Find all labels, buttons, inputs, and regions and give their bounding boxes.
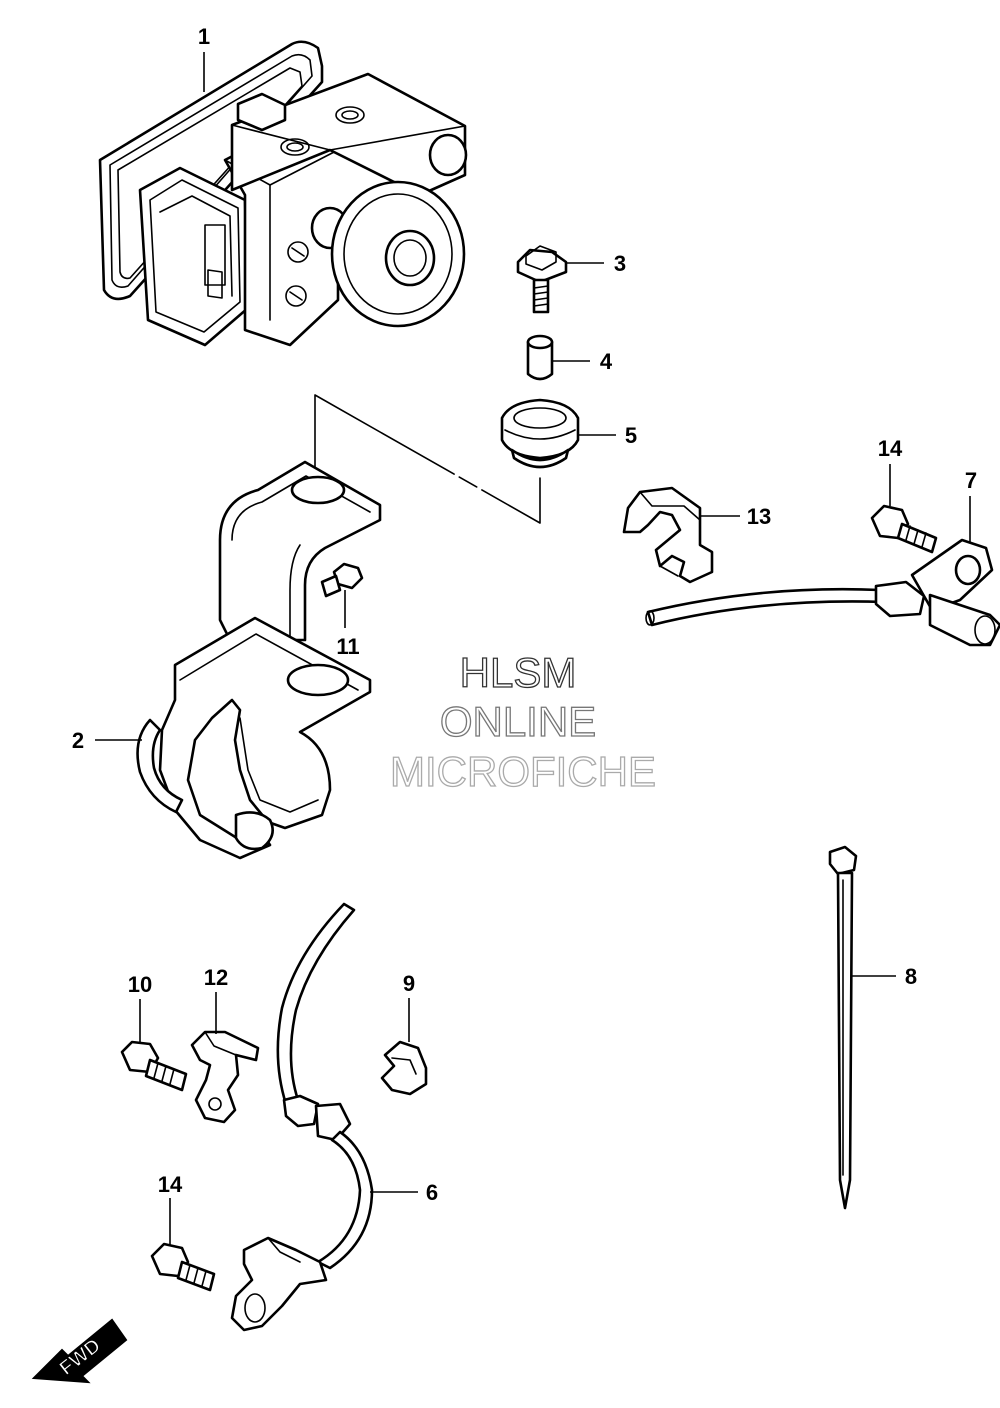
watermark-line-1: HLSM [460,649,577,696]
small-bolt-drawing [320,562,364,598]
callout-4: 4 [600,349,613,374]
callout-9: 9 [403,971,415,996]
clamp-12-drawing [190,1030,260,1124]
callout-14-lower: 14 [158,1172,183,1197]
clip-9-drawing [380,1040,428,1096]
callout-8: 8 [905,964,917,989]
grommet-drawing [500,398,580,469]
callout-2: 2 [72,728,84,753]
callout-11: 11 [336,634,359,659]
upper-bolt-drawing [870,504,938,554]
collar-drawing [526,334,554,381]
watermark-line-2: ONLINE [440,698,596,745]
callout-1: 1 [198,24,210,49]
callout-3: 3 [614,251,626,276]
callout-13: 13 [747,504,771,529]
leader-lines [95,52,971,1246]
callout-6: 6 [426,1180,438,1205]
bolt-10-drawing [120,1040,188,1092]
lower-bolt-drawing [150,1242,216,1292]
abs-hydraulic-unit-drawing [98,40,468,347]
clamp-drawing [622,486,714,584]
bolt-drawing [516,245,568,314]
callout-10: 10 [128,972,152,997]
bracket-drawing [136,460,382,860]
callout-14-upper: 14 [878,436,903,461]
callout-7: 7 [965,468,977,493]
watermark-line-3: MICROFICHE [390,748,656,795]
forward-direction-badge: FWD [31,1318,128,1384]
callout-5: 5 [625,423,637,448]
rear-speed-sensor-drawing [230,902,374,1332]
callout-12: 12 [204,965,228,990]
front-speed-sensor-drawing [645,538,1000,647]
cable-tie-drawing [828,845,858,1210]
